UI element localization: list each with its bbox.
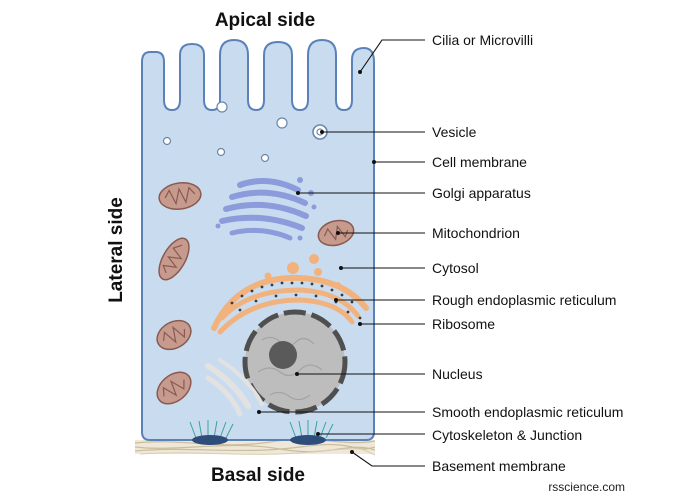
label-smooth-er: Smooth endoplasmic reticulum — [432, 404, 623, 420]
label-cell-membrane: Cell membrane — [432, 154, 527, 170]
label-cytoskeleton-junction: Cytoskeleton & Junction — [432, 427, 582, 443]
label-cilia: Cilia or Microvilli — [432, 32, 533, 48]
basement-membrane — [134, 438, 376, 456]
smooth-er — [205, 358, 264, 417]
label-nucleus: Nucleus — [432, 366, 483, 382]
golgi-apparatus — [215, 177, 317, 241]
leader-lines — [257, 39, 425, 467]
rough-er — [211, 254, 369, 335]
credit-text: rsscience.com — [548, 480, 625, 494]
label-basement-membrane: Basement membrane — [432, 458, 566, 474]
basal-side-label: Basal side — [211, 465, 305, 486]
cytoskeleton-junctions — [189, 420, 334, 445]
label-golgi: Golgi apparatus — [432, 185, 531, 201]
nucleolus — [269, 341, 297, 369]
ribosomes — [230, 281, 362, 320]
lateral-side-label: Lateral side — [106, 197, 127, 303]
mitochondria — [156, 182, 355, 405]
nucleus — [242, 309, 348, 415]
label-mitochondrion: Mitochondrion — [432, 225, 520, 241]
label-rough-er: Rough endoplasmic reticulum — [432, 292, 616, 308]
apical-side-label: Apical side — [215, 10, 315, 31]
label-vesicle: Vesicle — [432, 124, 477, 140]
label-ribosome: Ribosome — [432, 316, 495, 332]
vesicles — [162, 101, 328, 163]
label-cytosol: Cytosol — [432, 260, 479, 276]
